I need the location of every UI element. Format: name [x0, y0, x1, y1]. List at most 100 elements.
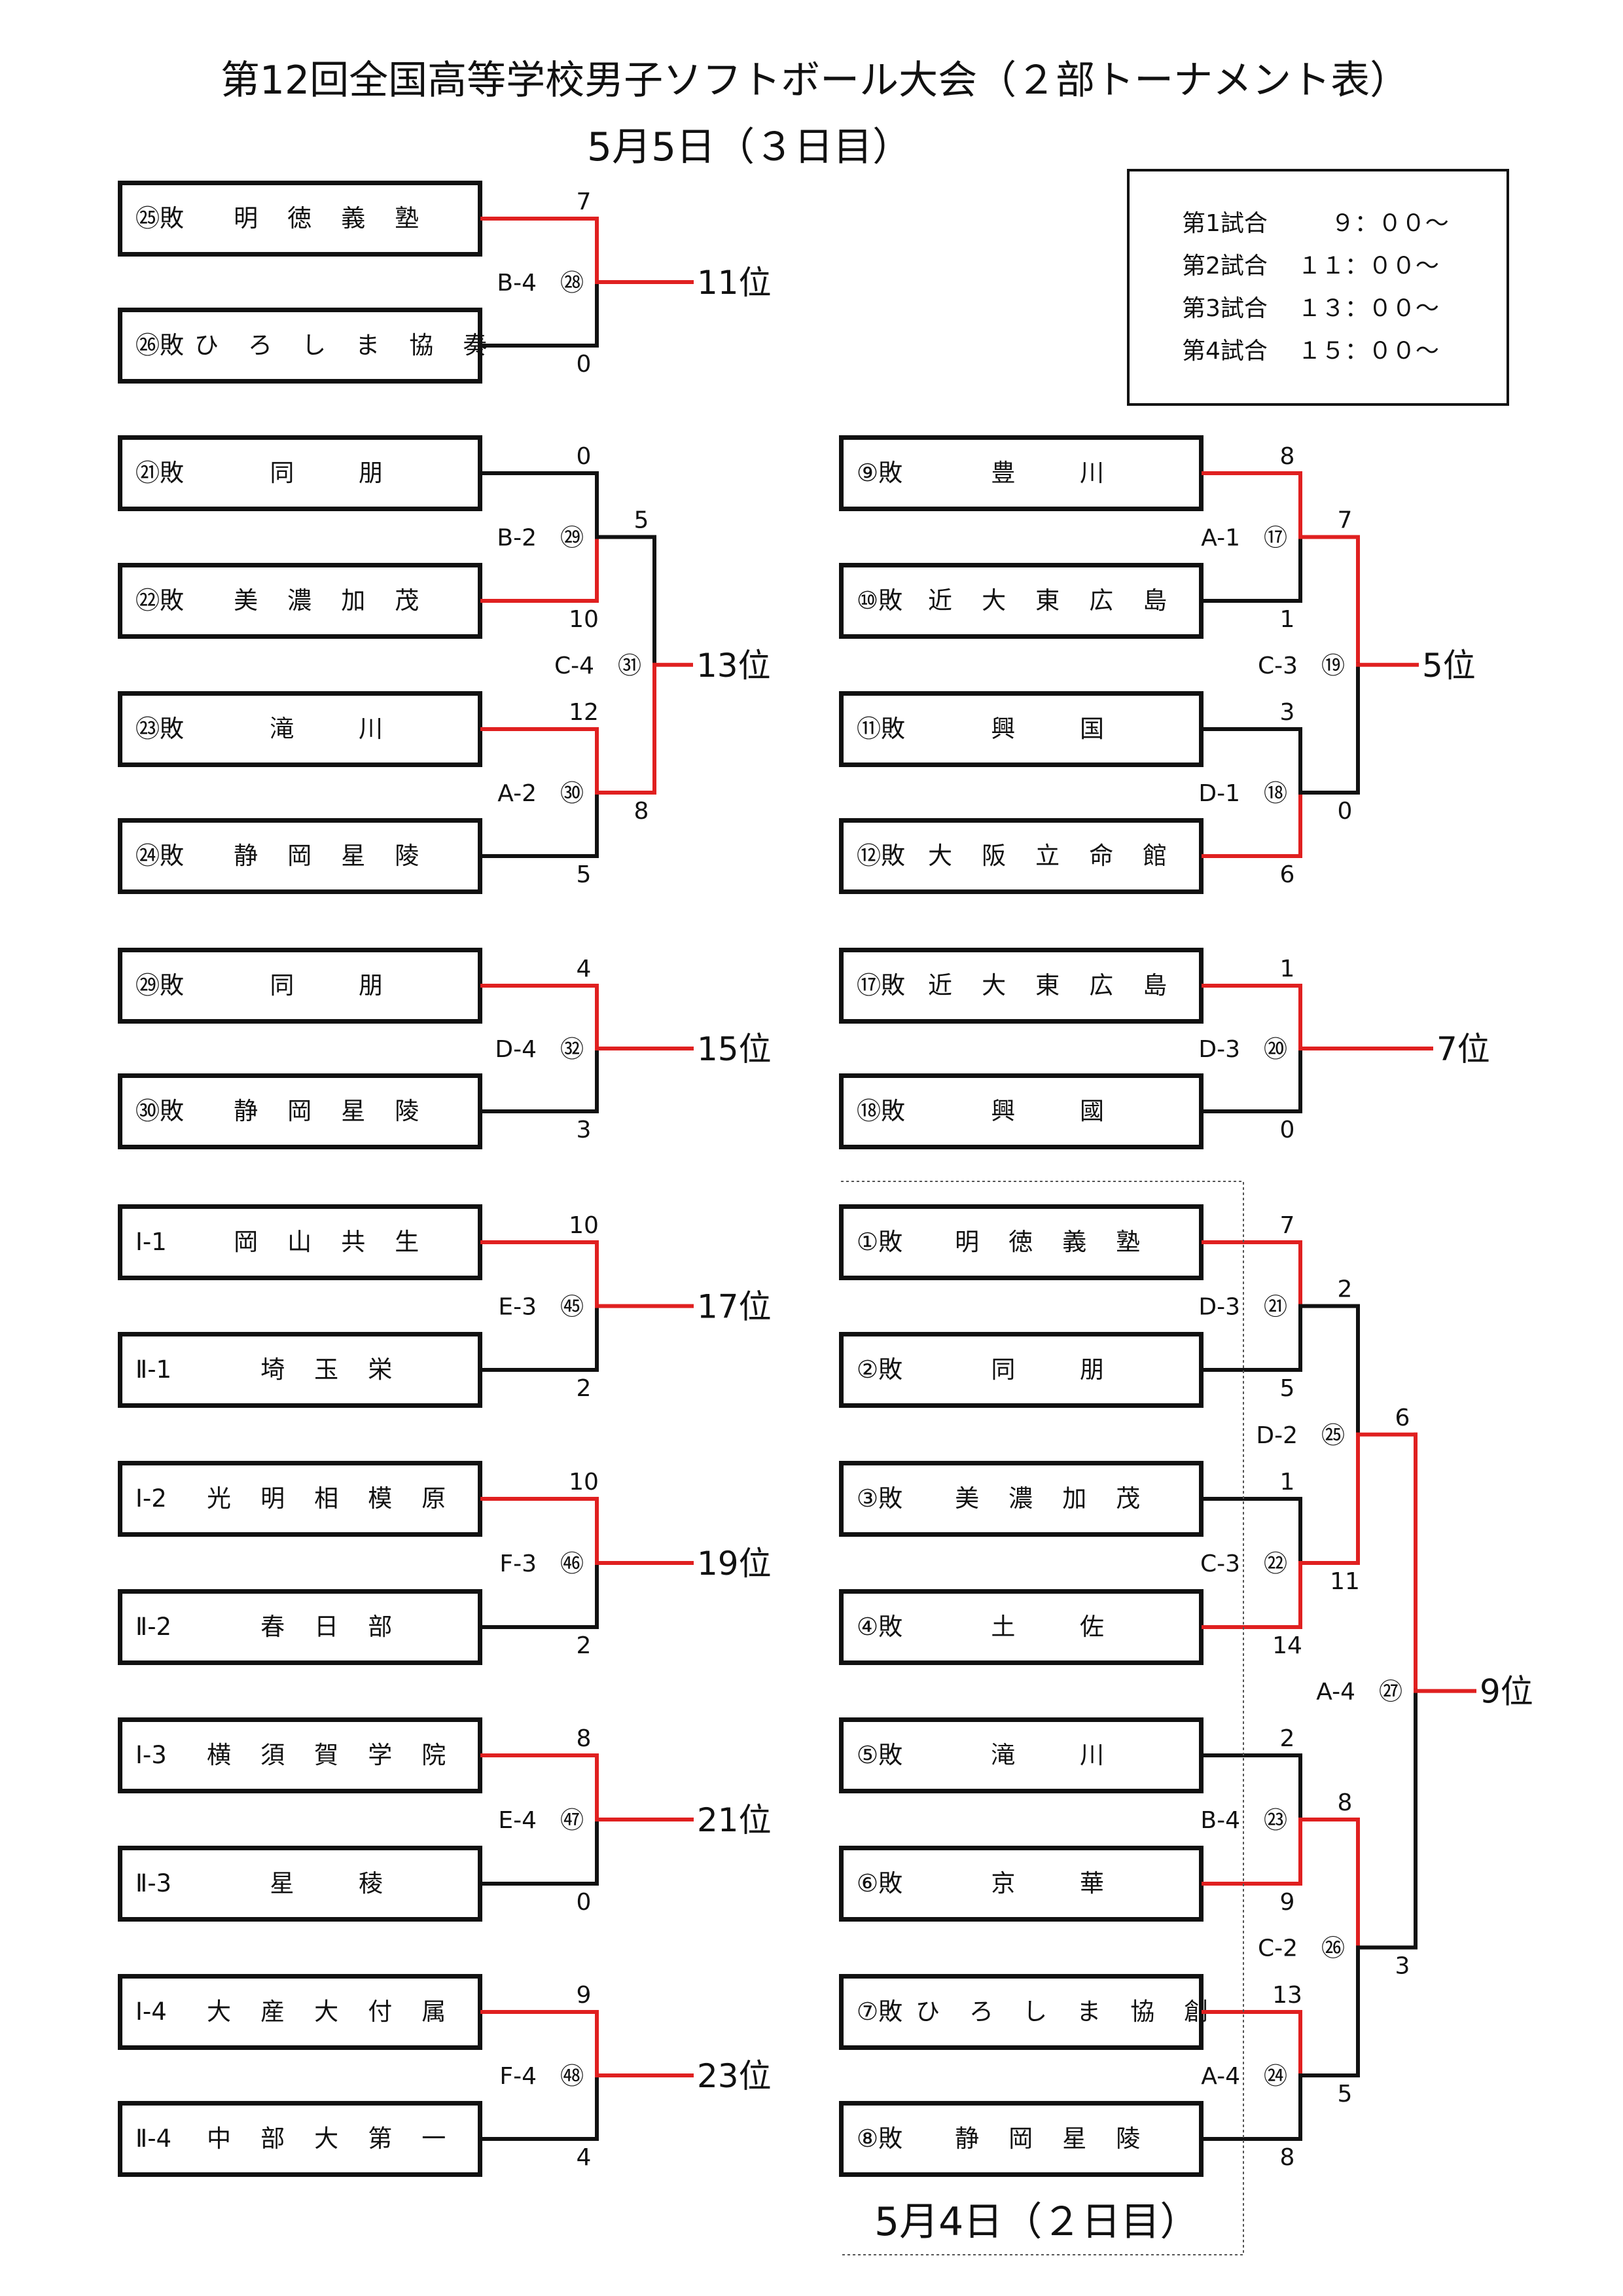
team-name: 興 國: [991, 1097, 1115, 1125]
schedule-time: １５：００～: [1297, 338, 1439, 365]
score: 5: [634, 507, 649, 534]
team-name: 近 大 東 広 島: [928, 586, 1178, 615]
match-label: A-4 ㉗: [1316, 1679, 1402, 1706]
place-label: 23位: [697, 2057, 772, 2095]
score: 14: [1272, 1632, 1302, 1659]
team-seed: ②敗: [857, 1355, 903, 1384]
team-seed: Ⅱ-4: [135, 2125, 172, 2153]
team-name: 大 産 大 付 属: [207, 1998, 457, 2026]
place-label: 15位: [697, 1030, 772, 1068]
team-entry: ④敗 土 佐: [839, 1589, 1204, 1665]
page-title: 第12回全国高等学校男子ソフトボール大会（２部トーナメント表）: [220, 58, 1410, 103]
place-label: 9位: [1480, 1673, 1533, 1711]
score: 6: [1395, 1405, 1410, 1431]
team-entry: ②敗 同 朋: [839, 1332, 1204, 1408]
team-seed: Ⅱ-1: [135, 1355, 172, 1384]
score: 0: [577, 1889, 592, 1916]
match-label: B-2 ㉙: [497, 525, 584, 552]
team-seed: ㉕敗: [135, 204, 184, 232]
team-name: 春 日 部: [260, 1613, 403, 1641]
team-name: 滝 川: [270, 715, 394, 743]
team-name: 美 濃 加 茂: [955, 1484, 1151, 1513]
team-name: 明 徳 義 塾: [955, 1228, 1151, 1256]
team-entry: ⑨敗 豊 川: [839, 435, 1204, 511]
team-name: 埼 玉 栄: [260, 1355, 403, 1384]
team-name: 興 国: [991, 715, 1115, 743]
team-seed: ⑧敗: [857, 2125, 903, 2153]
team-seed: ⑨敗: [857, 459, 903, 487]
team-entry: ⑫敗大 阪 立 命 館: [839, 818, 1204, 894]
place-label: 5位: [1422, 647, 1476, 685]
schedule-game: 第1試合: [1182, 210, 1268, 237]
team-name: 京 華: [991, 1869, 1115, 1897]
team-seed: ⑪敗: [857, 715, 905, 743]
match-label: B-4 ㉘: [497, 270, 584, 296]
team-name: 静 岡 星 陵: [955, 2125, 1151, 2153]
team-seed: ⑥敗: [857, 1869, 903, 1897]
team-name: 滝 川: [991, 1741, 1115, 1769]
score: 2: [577, 1632, 592, 1659]
score: 10: [569, 1212, 599, 1239]
schedule-game: 第3試合: [1182, 295, 1268, 322]
schedule-time: ９：００～: [1315, 210, 1449, 237]
team-entry: ⑧敗 静 岡 星 陵: [839, 2101, 1204, 2177]
score: 7: [1338, 507, 1353, 534]
place-label: 19位: [697, 1545, 772, 1583]
team-entry: ⑥敗 京 華: [839, 1846, 1204, 1922]
match-label: A-4 ㉔: [1201, 2063, 1287, 2090]
match-label: D-2 ㉕: [1256, 1422, 1345, 1449]
team-name: 豊 川: [991, 459, 1115, 487]
score: 8: [1338, 1789, 1353, 1816]
score: 13: [1272, 1982, 1302, 2009]
team-entry: Ⅰ-4 大 産 大 付 属: [118, 1974, 482, 2050]
team-seed: ㉑敗: [135, 459, 184, 487]
team-name: 土 佐: [991, 1613, 1115, 1641]
team-seed: ①敗: [857, 1228, 903, 1256]
score: 3: [577, 1117, 592, 1143]
place-label: 13位: [696, 647, 771, 685]
team-entry: ㉖敗ひ ろ し ま 協 奏: [118, 308, 487, 384]
team-name: 中 部 大 第 一: [207, 2125, 457, 2153]
team-seed: Ⅱ-3: [135, 1869, 172, 1897]
team-seed: Ⅰ-4: [135, 1998, 167, 2026]
team-entry: ㉔敗静 岡 星 陵: [118, 818, 482, 894]
match-label: D-3 ⑳: [1198, 1036, 1287, 1063]
match-label: D-1 ⑱: [1198, 780, 1287, 807]
team-entry: ⑱敗興 國: [839, 1073, 1204, 1149]
team-entry: ㉑敗同 朋: [118, 435, 482, 511]
score: 8: [634, 798, 649, 825]
team-seed: ㉚敗: [135, 1097, 184, 1125]
score: 0: [1338, 798, 1353, 825]
place-label: 7位: [1436, 1030, 1490, 1068]
team-seed: ㉖敗: [135, 331, 184, 359]
score: 0: [577, 443, 592, 470]
match-label: E-4 ㊼: [498, 1807, 584, 1834]
score: 9: [577, 1982, 592, 2009]
team-name: 大 阪 立 命 館: [928, 842, 1178, 870]
page-subtitle: 5月5日（３日目）: [586, 124, 912, 170]
schedule-time: １１：００～: [1297, 253, 1439, 279]
team-seed: ⑫敗: [857, 842, 905, 870]
team-name: 同 朋: [991, 1355, 1115, 1384]
score: 5: [577, 861, 592, 888]
score: 7: [1280, 1212, 1295, 1239]
score: 6: [1280, 861, 1295, 888]
team-entry: ⑦敗ひ ろ し ま 協 創: [839, 1974, 1208, 2050]
team-seed: ㉔敗: [135, 842, 184, 870]
score: 3: [1280, 699, 1295, 726]
match-label: F-3 ㊻: [499, 1551, 584, 1577]
team-entry: ㉕敗明 徳 義 塾: [118, 181, 482, 257]
team-seed: ④敗: [857, 1613, 903, 1641]
team-seed: ㉒敗: [135, 586, 184, 615]
score: 5: [1280, 1375, 1295, 1402]
match-label: C-4 ㉛: [554, 653, 641, 679]
team-name: 同 朋: [270, 971, 394, 999]
schedule-row: 第1試合 ９：００～: [1182, 209, 1449, 239]
score: 9: [1280, 1889, 1295, 1916]
score: 4: [577, 956, 592, 982]
